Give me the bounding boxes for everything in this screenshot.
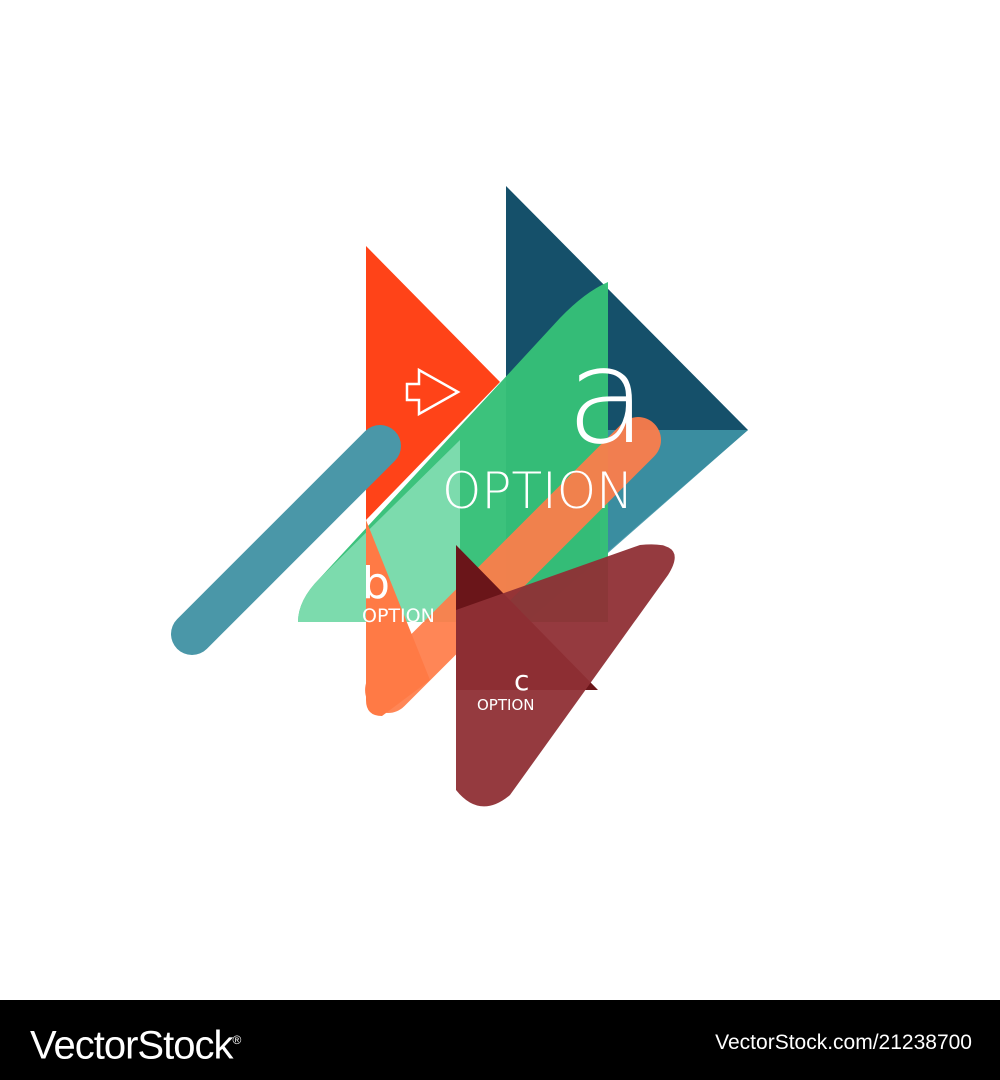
option-c-caption: OPTION [477,696,534,714]
mint-triangle-shape [298,440,460,622]
option-a-caption: OPTION [442,462,634,520]
option-b-letter: b [362,558,390,609]
option-c-letter: c [514,664,529,697]
maroon-shape [456,544,675,807]
infographic-artwork: a OPTION b OPTION c OPTION [171,186,748,807]
teal-diagonal-bar [171,425,401,655]
stock-image-id: VectorStock.com/21238700 [715,1031,972,1054]
right-arrow-outline-icon [405,367,461,417]
orange-lower-triangle-shape [366,520,430,716]
option-a-letter: a [566,320,647,474]
option-b-caption: OPTION [362,605,435,627]
watermark-footer: VectorStock® VectorStock.com/21238700 [0,1000,1000,1080]
registered-mark: ® [232,1033,241,1047]
orange-diagonal-bar [365,417,661,713]
brand-name: VectorStock [30,1023,233,1068]
vectorstock-logo: VectorStock® [30,1016,241,1069]
